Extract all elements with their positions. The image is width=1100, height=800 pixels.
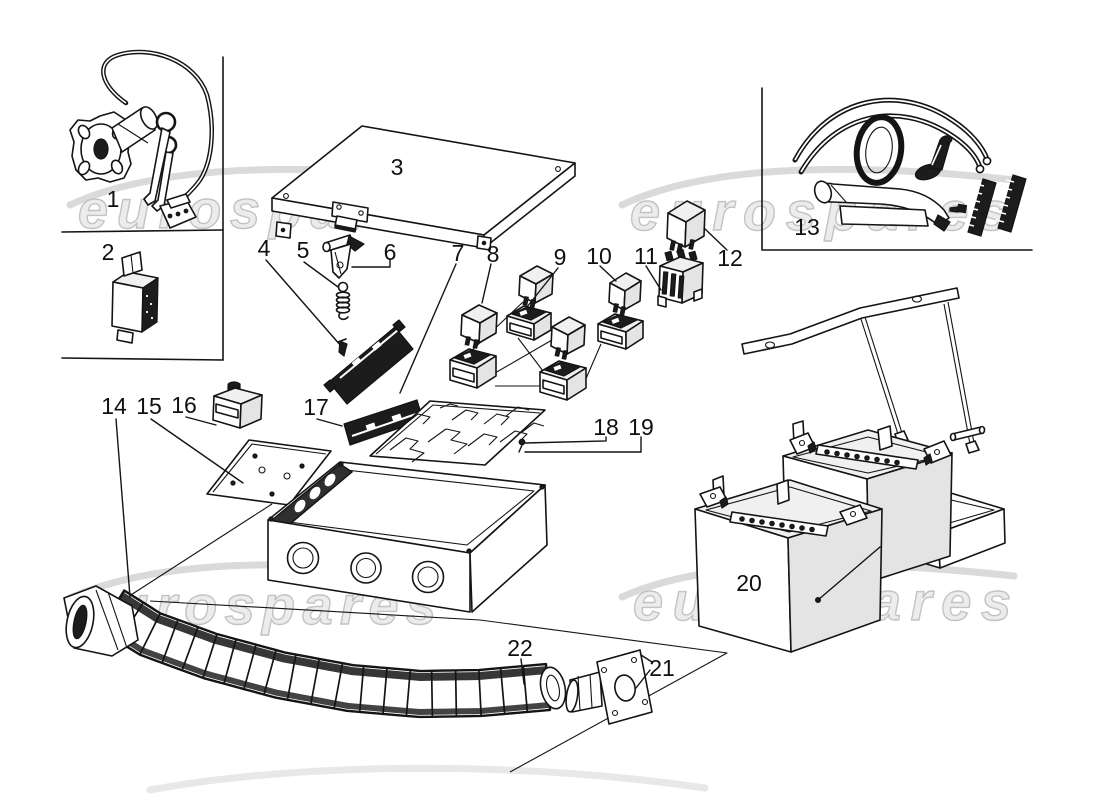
part-17-fuse-strips <box>323 319 424 446</box>
relay-10 <box>608 272 642 316</box>
part-label-20: 20 <box>736 570 762 596</box>
part-5-spring <box>335 281 351 321</box>
relay-cube <box>518 265 554 309</box>
part-5-catch-bracket <box>322 234 365 279</box>
part-label-18: 18 <box>593 414 619 440</box>
handle-lever <box>813 180 951 232</box>
part-label-5: 5 <box>297 237 310 263</box>
inset-box-right <box>761 87 1033 251</box>
part-label-14: 14 <box>101 393 127 419</box>
part-label-17: 17 <box>303 394 329 420</box>
part-1-ignition-switch <box>69 49 214 229</box>
part-11-connector-block <box>657 248 704 308</box>
part-2-relay-unit <box>111 251 159 344</box>
relay-8 <box>460 304 498 349</box>
part-label-9: 9 <box>554 244 567 270</box>
part-label-16: 16 <box>171 392 197 418</box>
part-label-12: 12 <box>717 245 743 271</box>
part-3-cover-panel <box>271 125 576 251</box>
part-15-plate <box>206 439 332 506</box>
inset-box-left <box>61 56 224 361</box>
relay-group <box>449 200 706 401</box>
key-ring <box>155 111 177 133</box>
part-label-8: 8 <box>487 241 500 267</box>
leader-lines <box>115 227 881 689</box>
relay-socket <box>449 348 497 389</box>
serrated-strip <box>995 174 1027 233</box>
key-blade <box>151 151 174 212</box>
part-label-2: 2 <box>102 239 115 265</box>
circuit-board <box>369 400 546 466</box>
part-label-7: 7 <box>452 240 465 266</box>
part-label-10: 10 <box>586 243 612 269</box>
serrated-strip <box>965 178 997 237</box>
fuse-box-housing <box>267 461 548 613</box>
relay-socket <box>539 360 587 401</box>
relay-socket <box>506 305 552 341</box>
part-16-sensor-box <box>212 381 263 429</box>
gasket-ring <box>853 114 905 186</box>
part-label-19: 19 <box>628 414 654 440</box>
circuit-traces <box>389 403 545 463</box>
relay-cube <box>550 316 586 360</box>
conduit-hose <box>63 585 567 719</box>
battery-front <box>694 475 883 653</box>
bracket-pin <box>949 425 986 442</box>
part-label-13: 13 <box>794 214 820 240</box>
part-label-21: 21 <box>649 655 675 681</box>
battery-bracket <box>741 287 986 454</box>
part-label-6: 6 <box>384 239 397 265</box>
part-label-22: 22 <box>507 635 533 661</box>
part-18-screw <box>518 438 526 446</box>
relay-socket <box>597 313 644 350</box>
part-label-1: 1 <box>107 186 120 212</box>
part-13-hose-kit <box>792 97 1027 237</box>
part-label-11: 11 <box>634 243 658 269</box>
small-screw <box>949 203 968 214</box>
part-21-flange <box>565 649 653 725</box>
key-blade <box>143 127 171 206</box>
grommet-valve <box>914 135 953 181</box>
part-label-15: 15 <box>136 393 162 419</box>
part-4-screw <box>337 338 348 357</box>
part-label-3: 3 <box>391 154 404 180</box>
hose-open-end <box>539 666 567 710</box>
relay-12 <box>666 200 706 254</box>
hose-end-collar <box>63 585 139 657</box>
part-label-4: 4 <box>258 235 271 261</box>
